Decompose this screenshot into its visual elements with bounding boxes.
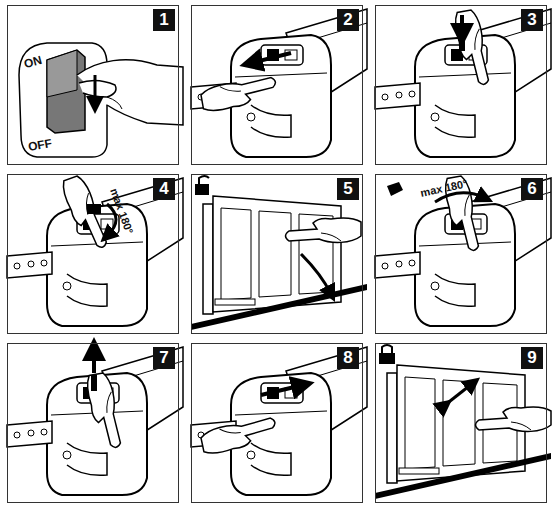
step-number: 5 bbox=[337, 178, 359, 200]
step-number: 4 bbox=[153, 178, 175, 200]
step-panel: 2 bbox=[191, 5, 363, 165]
step-number: 2 bbox=[337, 9, 359, 31]
step-panel: 7 bbox=[7, 343, 179, 503]
step-panel: 3 bbox=[375, 5, 547, 165]
step-panel: 9 bbox=[375, 343, 547, 503]
step-panel: 5 bbox=[191, 174, 363, 334]
step-number: 8 bbox=[337, 347, 359, 369]
step-number: 1 bbox=[153, 9, 175, 31]
step-panel: 8 bbox=[191, 343, 363, 503]
step-panel: 4 bbox=[7, 174, 179, 334]
step-number: 6 bbox=[521, 178, 543, 200]
step-panel: 6 bbox=[375, 174, 547, 334]
step-number: 3 bbox=[521, 9, 543, 31]
step-number: 9 bbox=[521, 347, 543, 369]
step-number: 7 bbox=[153, 347, 175, 369]
